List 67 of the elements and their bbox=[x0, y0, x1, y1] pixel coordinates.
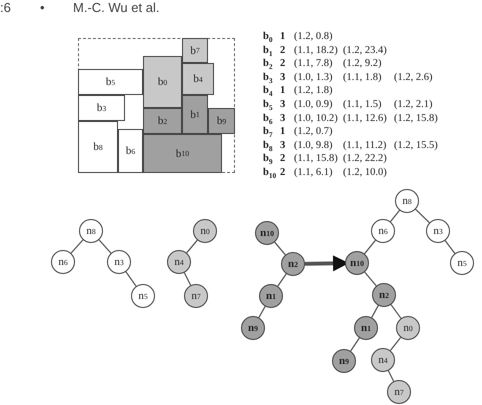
size-pair: (1.2, 0.8) bbox=[294, 31, 332, 42]
count-number: 2 bbox=[280, 44, 286, 56]
size-pair: (1.2, 22.2) bbox=[343, 153, 387, 164]
size-pair: (1.2, 2.6) bbox=[394, 72, 432, 83]
block-label: b$_{5}$ bbox=[263, 99, 273, 112]
tree-edge bbox=[184, 272, 192, 286]
size-pair: (1.1, 1.5) bbox=[343, 99, 382, 110]
tree-edge bbox=[125, 271, 137, 287]
count-number: 3 bbox=[280, 72, 286, 83]
block-label: b$_{10}$ bbox=[263, 167, 276, 180]
block-label: b$_{2}$ bbox=[263, 58, 273, 72]
size-pair: (1.0, 10.2) bbox=[294, 112, 338, 124]
count-number: 2 bbox=[280, 153, 286, 164]
size-pair: (1.2, 15.5) bbox=[394, 140, 438, 151]
tree-edge bbox=[415, 208, 430, 224]
tree-edge bbox=[98, 240, 112, 254]
block-label: b$_{8}$ bbox=[263, 140, 273, 153]
size-pair: (1.1, 6.1) bbox=[294, 167, 332, 178]
size-pair: (1.1, 12.6) bbox=[343, 112, 387, 124]
size-pair: (1.0, 1.3) bbox=[294, 72, 332, 83]
tree-edge bbox=[390, 304, 402, 319]
dashed-outline bbox=[78, 38, 235, 173]
size-pair: (1.1, 18.2) bbox=[294, 44, 338, 56]
block-label: b$_{4}$ bbox=[263, 85, 273, 98]
block-label: b$_{7}$ bbox=[263, 126, 273, 140]
tree-edge bbox=[364, 272, 377, 286]
size-pair: (1.2, 1.8) bbox=[294, 85, 332, 96]
tree-edge bbox=[390, 337, 402, 351]
page-number: :6 bbox=[0, 0, 11, 15]
block-label: b$_{6}$ bbox=[263, 112, 273, 126]
tree-edge bbox=[258, 306, 266, 318]
tree-edge bbox=[371, 305, 379, 318]
block-label: b$_{0}$ bbox=[263, 31, 273, 44]
block-label: b$_{9}$ bbox=[263, 153, 273, 166]
size-pair: (1.1, 11.2) bbox=[343, 140, 386, 151]
size-pair: (1.0, 0.9) bbox=[294, 99, 332, 110]
size-pair: (1.0, 9.8) bbox=[294, 140, 332, 151]
tree-edge bbox=[70, 240, 84, 254]
size-pair: (1.2, 0.7) bbox=[294, 126, 332, 138]
count-number: 1 bbox=[280, 126, 286, 138]
tree-edge bbox=[388, 370, 394, 382]
count-number: 2 bbox=[280, 58, 286, 70]
size-pair: (1.2, 15.8) bbox=[394, 112, 438, 124]
size-pair: (1.2, 23.4) bbox=[343, 44, 387, 56]
size-pair: (1.2, 10.0) bbox=[343, 167, 387, 178]
size-pair: (1.1, 1.8) bbox=[343, 72, 382, 83]
tree-edge bbox=[444, 240, 456, 254]
tree-edge bbox=[277, 274, 287, 286]
tree-edge bbox=[186, 240, 198, 254]
count-number: 1 bbox=[280, 31, 286, 42]
tree-edge bbox=[274, 242, 286, 256]
tree-edge bbox=[390, 210, 400, 222]
count-number: 2 bbox=[280, 167, 286, 178]
count-number: 3 bbox=[280, 140, 286, 151]
author-header: M.-C. Wu et al. bbox=[73, 0, 160, 15]
count-number: 1 bbox=[280, 85, 286, 96]
size-pair: (1.2, 9.2) bbox=[343, 58, 382, 70]
count-number: 3 bbox=[280, 99, 286, 110]
size-pair: (1.1, 15.8) bbox=[294, 153, 338, 164]
bullet: • bbox=[40, 0, 45, 15]
tree-edge bbox=[364, 240, 376, 254]
block-label: b$_{1}$ bbox=[263, 44, 273, 58]
size-pair: (1.1, 7.8) bbox=[294, 58, 332, 70]
size-pair: (1.2, 2.1) bbox=[394, 99, 432, 110]
count-number: 3 bbox=[280, 112, 286, 124]
block-label: b$_{3}$ bbox=[263, 72, 273, 85]
tree-edge bbox=[350, 338, 360, 352]
